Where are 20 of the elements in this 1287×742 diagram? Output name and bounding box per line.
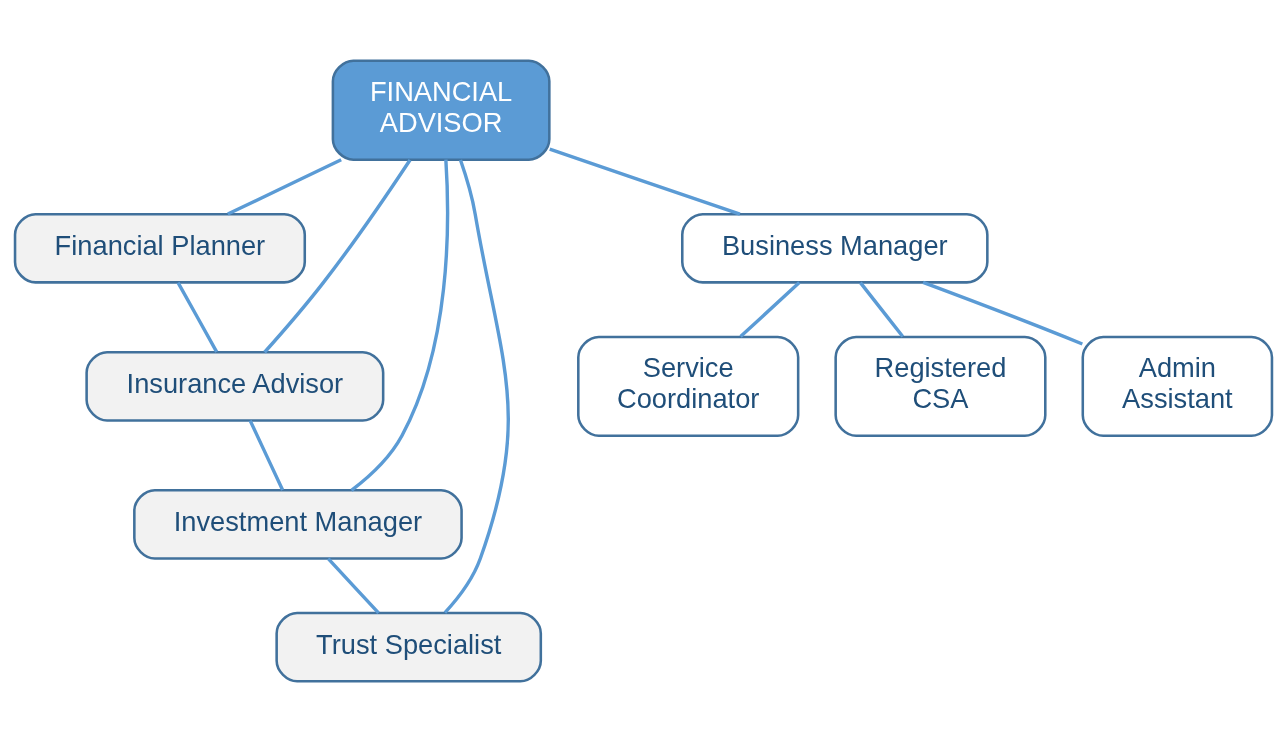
node-box: Financial Planner xyxy=(13,212,307,284)
node-box: FINANCIAL ADVISOR xyxy=(331,59,551,161)
connector xyxy=(248,419,285,491)
node-box: Insurance Advisor xyxy=(85,350,385,422)
connector xyxy=(739,281,801,338)
node-box: Business Manager xyxy=(681,212,989,284)
connector xyxy=(176,281,219,353)
connector xyxy=(326,557,380,614)
connector xyxy=(350,159,450,492)
connector xyxy=(263,159,412,354)
connector xyxy=(443,159,510,614)
node-box: Trust Specialist xyxy=(275,611,543,683)
node-box: Investment Manager xyxy=(133,489,463,560)
connector xyxy=(549,147,741,216)
connector xyxy=(227,158,342,216)
connector xyxy=(859,281,905,338)
node-box: Registered CSA xyxy=(834,335,1047,438)
node-box: Service Coordinator xyxy=(577,335,800,438)
node-box: Admin Assistant xyxy=(1081,335,1274,438)
connector xyxy=(922,280,1083,346)
